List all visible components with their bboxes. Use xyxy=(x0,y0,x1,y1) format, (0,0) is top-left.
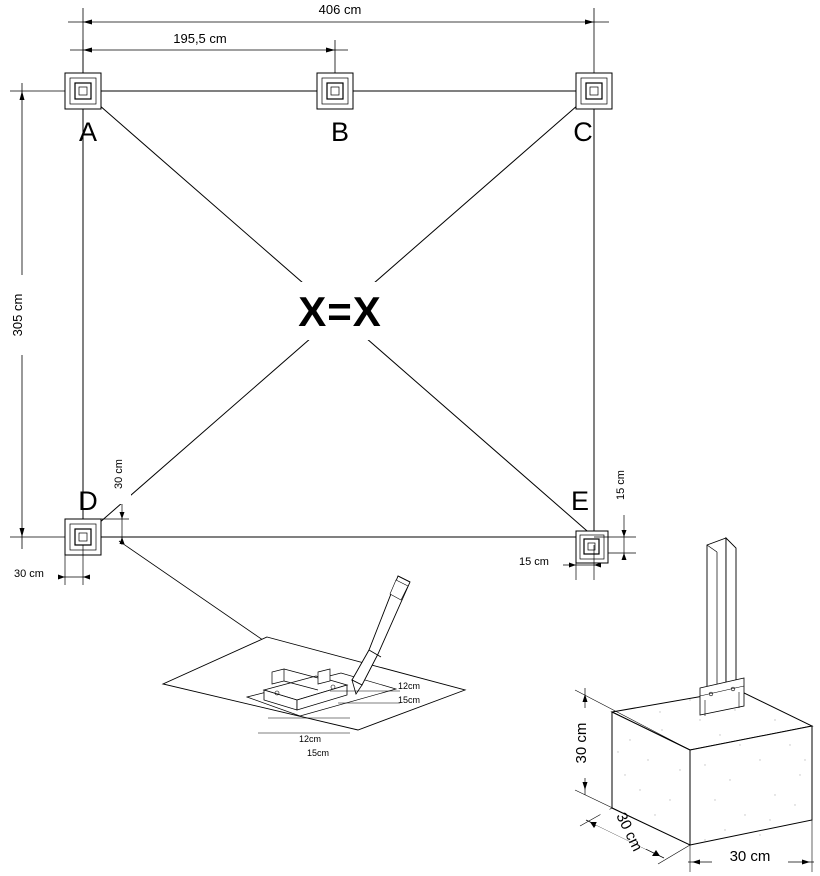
offset-left-bottom-30: 30 cm xyxy=(2,545,90,585)
offset-left-bottom-label: 30 cm xyxy=(14,568,44,580)
offset-right-vertical-15: 15 cm xyxy=(594,455,636,560)
node-e: E xyxy=(571,486,609,564)
offset-right-vertical-label: 15 cm xyxy=(615,470,627,500)
detail-dim-15cm-lower: 15cm xyxy=(307,748,329,758)
top-half-dimension-195: 195,5 cm xyxy=(70,31,348,78)
footing-cube: 30 cm 30 cm 30 cm xyxy=(573,536,814,872)
detail-dim-15cm-upper: 15cm xyxy=(398,695,420,705)
top-half-dimension-label: 195,5 cm xyxy=(173,31,226,46)
detail-dim-12cm-lower: 12cm xyxy=(299,734,321,744)
node-a: A xyxy=(64,72,102,147)
equality-label-text: X=X xyxy=(298,288,382,335)
left-dimension-305: 305 cm xyxy=(10,83,76,549)
detail-dim-12cm-upper: 12cm xyxy=(398,681,420,691)
offset-left-vertical-30: 30 cm xyxy=(101,444,131,545)
offset-left-vertical-label: 30 cm xyxy=(113,459,125,489)
footing-width-label: 30 cm xyxy=(730,848,771,865)
detail-base-plate xyxy=(161,575,467,731)
node-d-label: D xyxy=(78,486,98,516)
top-dimension-406: 406 cm xyxy=(68,2,609,78)
footing-width-dim: 30 cm xyxy=(688,820,814,872)
node-c-label: C xyxy=(573,117,593,147)
node-b-label: B xyxy=(331,117,349,147)
footing-post xyxy=(699,536,745,716)
footing-height-label: 30 cm xyxy=(573,723,590,764)
node-c: C xyxy=(573,72,613,147)
footing-height-dim: 30 cm xyxy=(573,688,691,846)
node-a-label: A xyxy=(79,117,97,147)
equality-label: X=X xyxy=(262,282,422,340)
left-dimension-label: 305 cm xyxy=(10,294,25,337)
node-b: B xyxy=(316,72,354,147)
node-e-label: E xyxy=(571,486,589,516)
node-d: D xyxy=(64,486,102,556)
offset-right-bottom-label: 15 cm xyxy=(519,556,549,568)
top-dimension-label: 406 cm xyxy=(319,2,362,17)
detail-dim-upper: 12cm 15cm xyxy=(330,681,420,705)
detail-dim-lower: 12cm 15cm xyxy=(258,717,350,758)
offset-right-bottom-15: 15 cm xyxy=(505,545,601,580)
